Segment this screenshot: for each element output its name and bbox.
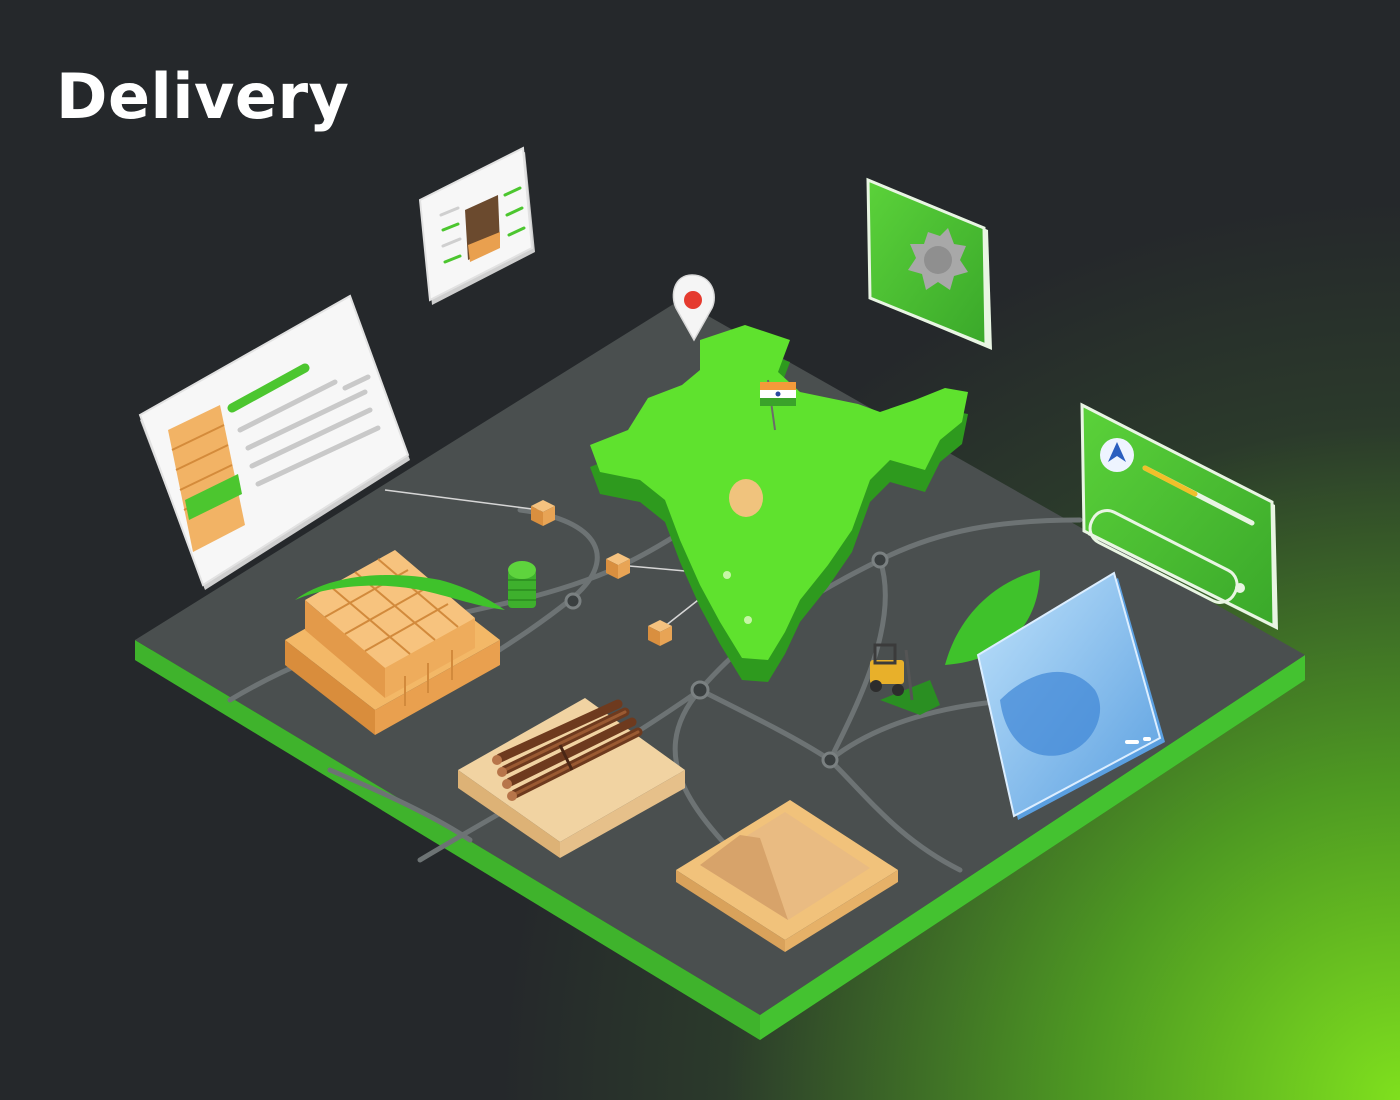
- log-bundle: [458, 698, 685, 858]
- tracking-status-card: [1080, 402, 1278, 630]
- flag-icon: [760, 379, 796, 431]
- compass-logo-icon: [1100, 438, 1134, 472]
- glass-tablet-panel: [976, 571, 1165, 820]
- green-ribbon: [295, 574, 505, 610]
- location-marker-ball: [729, 479, 763, 517]
- map-pin-icon: [672, 274, 715, 342]
- gear-icon: [908, 228, 968, 290]
- gear-badge-card: [866, 177, 992, 350]
- india-map: [590, 325, 968, 682]
- road-nodes: [564, 551, 1048, 769]
- silo: [508, 561, 536, 608]
- brick-info-card: [418, 146, 535, 305]
- mini-crates: [531, 500, 672, 646]
- supply-info-card: [138, 294, 410, 590]
- sand-pile: [676, 800, 898, 952]
- leaf-shape: [945, 570, 1040, 665]
- forklift-icon: [870, 643, 940, 715]
- platform: [135, 300, 1305, 1040]
- page-title: Delivery: [56, 60, 350, 133]
